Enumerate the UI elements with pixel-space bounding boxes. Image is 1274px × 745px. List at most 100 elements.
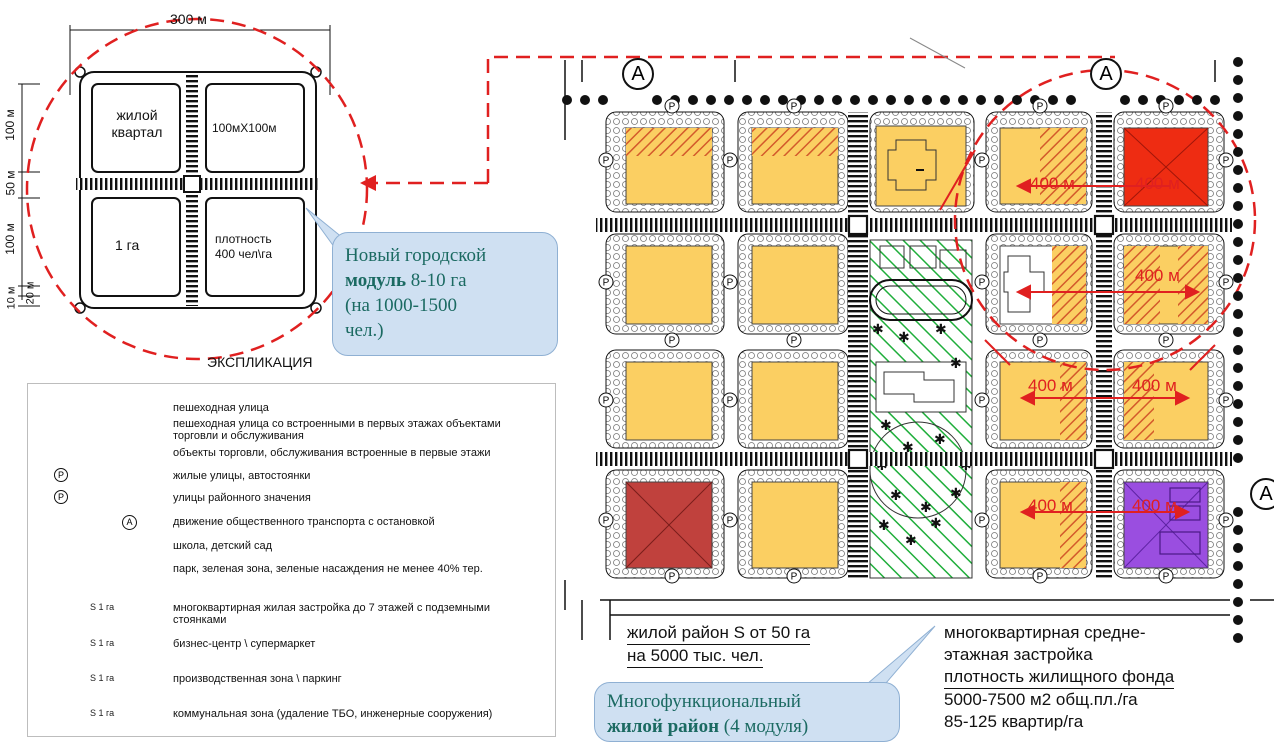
radius-label: 400 м (1028, 376, 1073, 395)
parking-marker-label: P (669, 336, 676, 347)
parking-marker (1218, 152, 1234, 168)
parking-marker-label: P (1037, 102, 1044, 113)
parking-marker-label: P (1163, 102, 1170, 113)
module-callout-line2: 8-10 га (406, 270, 467, 291)
legend-area: S 1 га (90, 602, 115, 612)
transit-stop-dot (1192, 95, 1202, 105)
legend-text: движение общественного транспорта с оста… (173, 516, 435, 528)
district-info-line1: жилой район S от 50 га (627, 622, 811, 645)
radius-label: 400 м (1132, 496, 1177, 515)
parking-marker (1218, 392, 1234, 408)
svg-text:✱: ✱ (905, 533, 917, 549)
housing-info-line1: многоквартирная средне- (944, 623, 1146, 642)
parking-marker-label: P (979, 396, 986, 407)
parking-marker-label: P (727, 516, 734, 527)
parking-marker-label: P (727, 156, 734, 167)
side-dim-2: 50 м (3, 170, 18, 196)
transit-stop-dot (1233, 273, 1243, 283)
legend-text: бизнес-центр \ супермаркет (173, 638, 316, 650)
transit-stop-dot (562, 95, 572, 105)
radius-label: 400 м (1030, 174, 1075, 193)
legend-text: улицы районного значения (173, 492, 311, 504)
block-residential (625, 245, 713, 325)
parking-marker (1032, 332, 1048, 348)
district-callout: Многофункциональный жилой район (4 модул… (594, 682, 900, 742)
stop-marker: A (1090, 58, 1122, 90)
transit-stop-dot (1233, 111, 1243, 121)
module-plan (18, 17, 369, 361)
parking-marker-label: P (603, 278, 610, 289)
transit-stop-dot (1233, 399, 1243, 409)
transit-stop-dot (688, 95, 698, 105)
block-label-br-line1: плотность (215, 232, 272, 246)
module-callout: Новый городской модуль 8-10 га (на 1000-… (332, 232, 558, 356)
block-residential (751, 245, 839, 325)
legend-text: производственная зона \ паркинг (173, 673, 342, 685)
transit-stop-dot (598, 95, 608, 105)
block-residential (625, 361, 713, 441)
transit-stop-dot (976, 95, 986, 105)
legend-area: S 1 га (90, 708, 115, 718)
parking-marker-label: P (727, 396, 734, 407)
block-school (875, 125, 967, 207)
transit-stop-dot (1233, 345, 1243, 355)
svg-text:✱: ✱ (930, 516, 942, 532)
radius-label: 400 м (1135, 266, 1180, 285)
transit-stop-dot (1233, 597, 1243, 607)
parking-marker (722, 512, 738, 528)
district-info-line2: на 5000 тыс. чел. (627, 645, 764, 668)
transit-stop-dot (724, 95, 734, 105)
transit-stop-dot (1233, 615, 1243, 625)
parking-marker-label: P (727, 278, 734, 289)
transit-stop-dot (1048, 95, 1058, 105)
legend-text: объекты торговли, обслуживания встроенны… (173, 447, 491, 459)
svg-text:✱: ✱ (880, 418, 892, 434)
block-label-br-line2: 400 чел\га (215, 247, 273, 261)
transit-stop-dot (1120, 95, 1130, 105)
legend-text: школа, детский сад (173, 540, 273, 552)
parking-marker (598, 392, 614, 408)
transit-stop-dot (1233, 417, 1243, 427)
radius-label: 400 м (1132, 376, 1177, 395)
svg-text:✱: ✱ (890, 488, 902, 504)
block-label-tr: 100мХ100м (212, 121, 277, 135)
district-callout-line1: Многофункциональный (607, 691, 801, 712)
radius-label: 400 м (1028, 496, 1073, 515)
transit-stop-dot (1233, 507, 1243, 517)
side-dim-5: 10 м (5, 286, 18, 310)
svg-text:✱: ✱ (920, 500, 932, 516)
legend: пешеходная улица пешеходная улица со вст… (27, 383, 556, 737)
block-residential (751, 361, 839, 441)
block-label-tl-line1: жилой (116, 107, 158, 123)
stop-marker: A (1250, 478, 1274, 510)
parking-marker-label: P (1223, 278, 1230, 289)
parking-marker-label: P (791, 336, 798, 347)
side-dim-1: 100 м (2, 109, 17, 141)
parking-marker-label: P (791, 102, 798, 113)
transit-stop-dot (850, 95, 860, 105)
transit-stop-dot (1233, 363, 1243, 373)
transit-stop-dot (706, 95, 716, 105)
transit-stop-dot (1233, 237, 1243, 247)
transit-stop-dot (1233, 309, 1243, 319)
parking-marker (1032, 98, 1048, 114)
transit-stop-dot (1233, 255, 1243, 265)
transit-stop-dot (1233, 129, 1243, 139)
transit-stop-dot (760, 95, 770, 105)
transit-stop-dot (1233, 75, 1243, 85)
legend-area: S 1 га (90, 638, 115, 648)
transit-stop-dot (652, 95, 662, 105)
parking-marker (786, 568, 802, 584)
housing-info-line3: плотность жилищного фонда (944, 666, 1175, 689)
transit-stop-dot (958, 95, 968, 105)
stop-marker: A (622, 58, 654, 90)
legend-text: парк, зеленая зона, зеленые насаждения н… (173, 563, 483, 575)
parking-marker-label: P (1223, 156, 1230, 167)
housing-info-line2: этажная застройка (944, 645, 1093, 664)
module-callout-line3: (на 1000-1500 (345, 295, 458, 316)
block-label-bl: 1 га (115, 237, 140, 253)
transit-stop-dot (868, 95, 878, 105)
parking-marker (1158, 568, 1174, 584)
parking-marker-label: P (669, 102, 676, 113)
